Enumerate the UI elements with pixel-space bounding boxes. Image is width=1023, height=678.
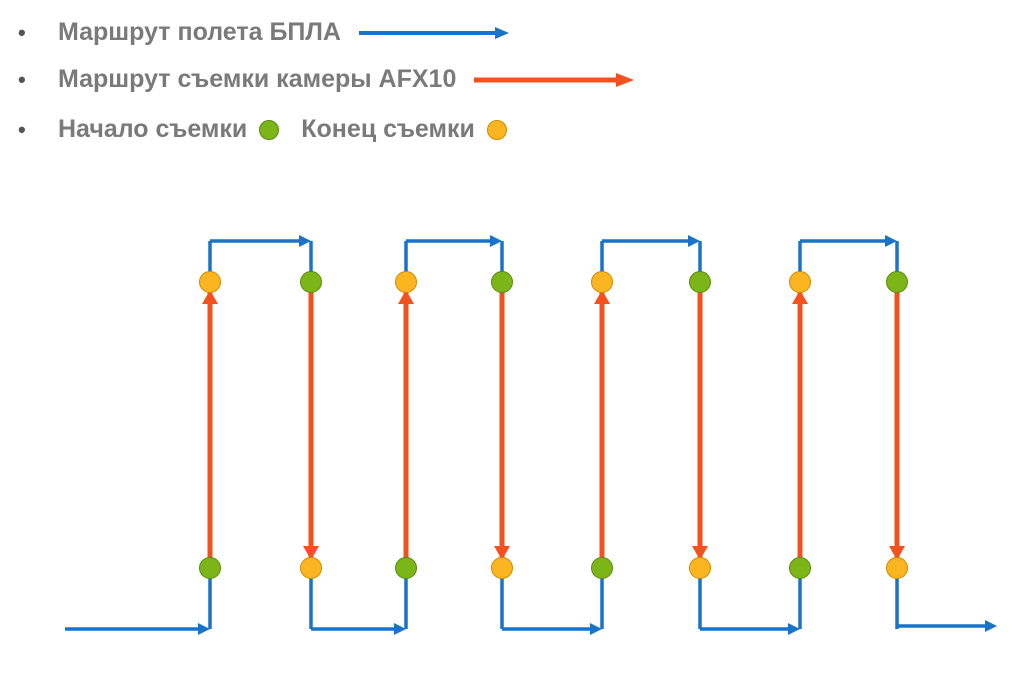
end-marker (395, 271, 417, 293)
start-marker (886, 271, 908, 293)
end-marker (199, 271, 221, 293)
end-marker (491, 557, 513, 579)
start-marker-icon (259, 119, 280, 140)
camera-arrowhead (889, 546, 905, 560)
start-marker (395, 557, 417, 579)
blue-arrow-icon (358, 26, 509, 39)
flight-arrowhead (590, 623, 602, 635)
start-marker (689, 271, 711, 293)
legend-markers: • Начало съемки Конец съемки (18, 115, 519, 144)
legend-flight-label: Маршрут полета БПЛА (58, 18, 341, 46)
camera-arrowhead (494, 546, 510, 560)
bullet: • (18, 116, 26, 142)
flight-arrowhead (985, 620, 997, 632)
flight-arrowhead (885, 235, 897, 247)
end-marker (886, 557, 908, 579)
end-marker-icon (486, 119, 507, 140)
start-marker (591, 557, 613, 579)
flight-arrowhead (490, 235, 502, 247)
bullet: • (18, 66, 26, 92)
orange-arrow-icon (474, 72, 635, 87)
end-marker (300, 557, 322, 579)
legend-flight-route: • Маршрут полета БПЛА (18, 18, 509, 47)
camera-arrowhead (202, 290, 218, 304)
start-marker (491, 271, 513, 293)
camera-arrowhead (792, 290, 808, 304)
legend-start-label: Начало съемки (58, 115, 248, 143)
end-marker (689, 557, 711, 579)
start-marker (199, 557, 221, 579)
start-marker (300, 271, 322, 293)
camera-arrowhead (303, 546, 319, 560)
camera-arrowhead (398, 290, 414, 304)
legend-camera-route: • Маршрут съемки камеры AFX10 (18, 65, 635, 94)
bullet: • (18, 19, 26, 45)
flight-arrowhead (299, 235, 311, 247)
legend-camera-label: Маршрут съемки камеры AFX10 (58, 65, 457, 93)
camera-arrowhead (692, 546, 708, 560)
camera-arrowhead (594, 290, 610, 304)
start-marker (789, 557, 811, 579)
flight-arrowhead (688, 235, 700, 247)
flight-arrowhead (788, 623, 800, 635)
legend-end-label: Конец съемки (301, 115, 475, 143)
end-marker (591, 271, 613, 293)
end-marker (789, 271, 811, 293)
flight-arrowhead (394, 623, 406, 635)
flight-arrowhead (198, 623, 210, 635)
